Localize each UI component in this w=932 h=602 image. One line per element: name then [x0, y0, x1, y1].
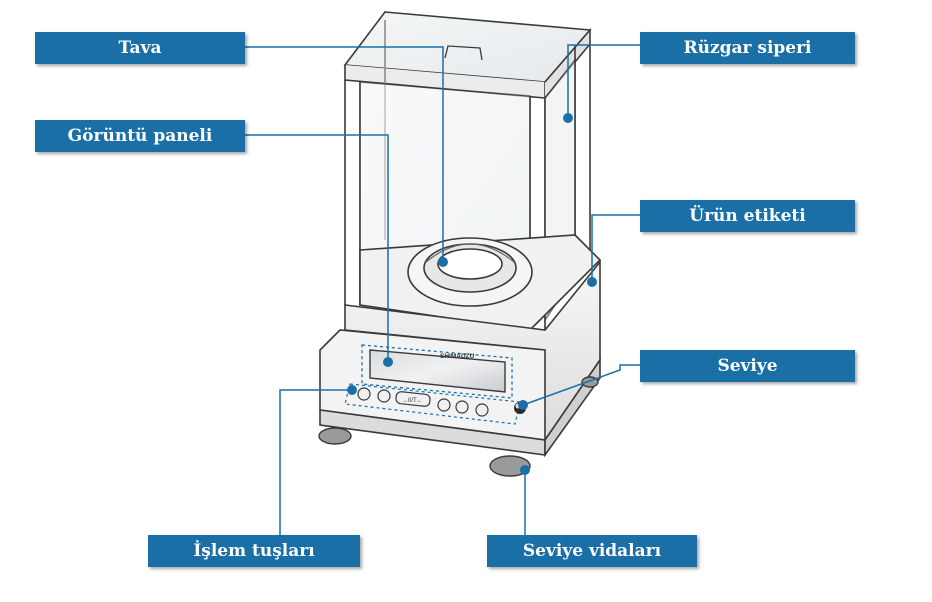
callout-product-label: Ürün etiketi	[640, 200, 855, 232]
operation-keys	[344, 383, 521, 425]
leader-lines	[245, 44, 640, 537]
feet	[318, 376, 599, 477]
leader-endpoints	[347, 113, 597, 475]
brand-mark: SHIMADZU	[440, 353, 475, 360]
callout-operation-keys: İşlem tuşları	[148, 535, 360, 567]
callout-draft-shield: Rüzgar siperi	[640, 32, 855, 64]
callout-level: Seviye	[640, 350, 855, 382]
callout-display-panel: Görüntü paneli	[35, 120, 245, 152]
display-window	[361, 344, 513, 399]
pan	[407, 237, 533, 307]
tare-key-label: →0/T←	[402, 398, 423, 404]
callout-leveling-screws: Seviye vidaları	[487, 535, 697, 567]
callout-pan: Tava	[35, 32, 245, 64]
